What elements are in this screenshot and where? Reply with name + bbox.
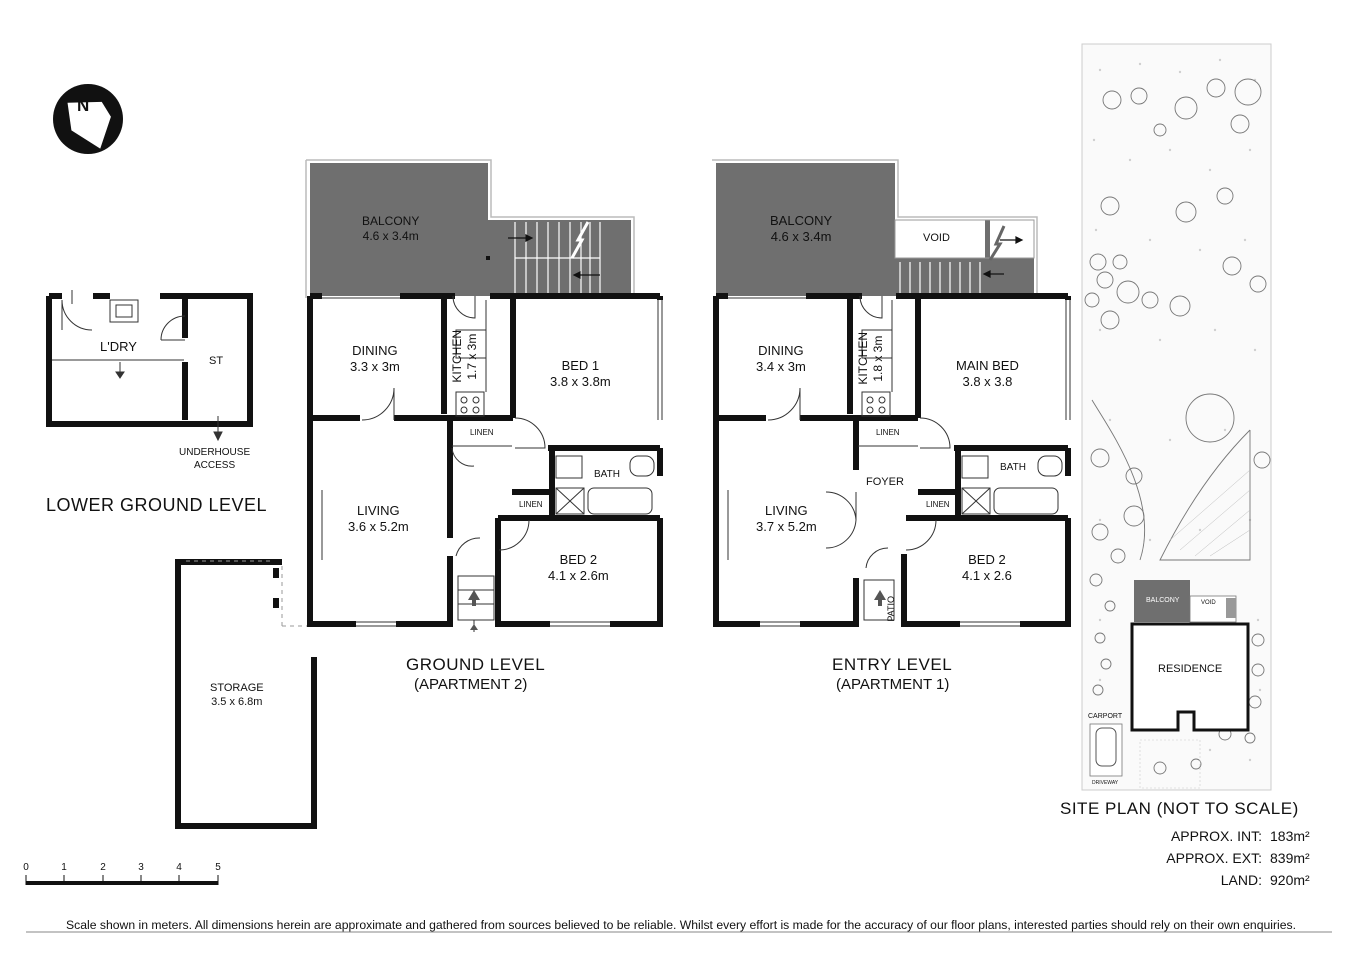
entry-foyer-label: FOYER	[866, 476, 904, 488]
compass-letter: N	[77, 96, 90, 115]
entry-bath-label: BATH	[1000, 462, 1026, 473]
underhouse-label: UNDERHOUSE	[179, 447, 251, 458]
lower-ground-title: LOWER GROUND LEVEL	[46, 495, 268, 515]
entry-arrow-icon	[874, 590, 886, 606]
storage-label: STORAGE 3.5 x 6.8m	[210, 682, 264, 710]
area-land-value: 920m²	[1270, 872, 1310, 888]
scale-tick-4: 4	[176, 862, 182, 873]
ground-dining-dims: 3.3 x 3m	[350, 359, 400, 375]
ground-bed1-dims: 3.8 x 3.8m	[550, 374, 611, 390]
ground-balcony-dims: 4.6 x 3.4m	[362, 229, 419, 243]
entry-linen2-label: LINEN	[926, 500, 950, 509]
ground-title: GROUND LEVEL	[406, 655, 546, 674]
entry-living-dims: 3.7 x 5.2m	[756, 519, 817, 535]
entry-balcony-dims: 4.6 x 3.4m	[770, 229, 832, 245]
scale-tick-2: 2	[100, 862, 106, 873]
ground-living-name: LIVING	[357, 503, 400, 518]
area-external-label: APPROX. EXT:	[1166, 850, 1262, 866]
entry-kitchen-dims: 1.8 x 3m	[871, 335, 885, 382]
underhouse-access-label: UNDERHOUSE ACCESS	[179, 447, 250, 472]
entry-kitchen-name: KITCHEN	[856, 332, 870, 385]
ground-dining-label: DINING 3.3 x 3m	[350, 343, 400, 376]
site-plan	[1081, 43, 1272, 791]
entry-balcony-name: BALCONY	[770, 213, 833, 228]
entry-bed2-name: BED 2	[968, 552, 1006, 567]
ground-linen2-label: LINEN	[519, 500, 543, 509]
entry-details	[727, 295, 1071, 627]
ground-bed2-label: BED 2 4.1 x 2.6m	[548, 552, 609, 585]
entry-balcony	[712, 159, 1038, 298]
entry-walls	[713, 293, 1071, 627]
ground-kitchen-dims: 1.7 x 3m	[465, 333, 479, 380]
area-internal: APPROX. INT: 183m²	[1152, 828, 1330, 844]
ground-bed2-name: BED 2	[559, 552, 598, 567]
ground-living-label: LIVING 3.6 x 5.2m	[348, 503, 409, 536]
storage-walls	[175, 559, 317, 829]
ground-bed1-name: BED 1	[561, 358, 600, 373]
laundry-label: L'DRY	[100, 339, 137, 354]
entry-main-bed-label: MAIN BED 3.8 x 3.8	[956, 358, 1019, 391]
area-internal-label: APPROX. INT:	[1170, 828, 1262, 844]
entry-title: ENTRY LEVEL	[832, 655, 953, 674]
site-title: SITE PLAN (NOT TO SCALE)	[1060, 799, 1299, 818]
ground-balcony	[305, 159, 635, 298]
entry-linen1-label: LINEN	[876, 428, 900, 437]
area-land: LAND: 920m²	[1152, 872, 1330, 888]
entry-main-bed-name: MAIN BED	[956, 358, 1019, 373]
storage-name: STORAGE	[210, 682, 264, 694]
ground-walls	[307, 293, 663, 627]
entry-main-bed-dims: 3.8 x 3.8	[962, 374, 1013, 390]
ground-bath-label: BATH	[594, 469, 620, 480]
entry-bed2-label: BED 2 4.1 x 2.6	[962, 552, 1012, 585]
ground-living-dims: 3.6 x 5.2m	[348, 519, 409, 535]
entry-living-name: LIVING	[765, 503, 808, 518]
area-external-value: 839m²	[1270, 850, 1310, 866]
site-residence-label: RESIDENCE	[1158, 663, 1223, 675]
scale-bar	[25, 875, 219, 885]
ground-entry-arrow-icon	[468, 590, 480, 630]
ground-balcony-label: BALCONY 4.6 x 3.4m	[362, 214, 419, 244]
entry-dining-label: DINING 3.4 x 3m	[756, 343, 806, 376]
ground-bed1-label: BED 1 3.8 x 3.8m	[550, 358, 611, 391]
scale-tick-3: 3	[138, 862, 144, 873]
entry-kitchen-label: KITCHEN 1.8 x 3m	[856, 332, 886, 385]
ground-kitchen-label: KITCHEN 1.7 x 3m	[450, 330, 480, 383]
storage-opening	[186, 560, 310, 627]
site-void-label: VOID	[1201, 600, 1216, 606]
storage-dims: 3.5 x 6.8m	[211, 695, 263, 708]
ground-kitchen-name: KITCHEN	[450, 330, 464, 383]
ground-dining-name: DINING	[352, 343, 398, 358]
entry-dining-name: DINING	[758, 343, 804, 358]
scale-tick-0: 0	[23, 862, 29, 873]
entry-balcony-label: BALCONY 4.6 x 3.4m	[770, 213, 832, 246]
access-label: ACCESS	[194, 459, 236, 471]
disclaimer-text: Scale shown in meters. All dimensions he…	[66, 918, 1296, 932]
ground-balcony-name: BALCONY	[362, 214, 420, 228]
entry-bed2-dims: 4.1 x 2.6	[962, 568, 1012, 584]
ground-details	[321, 295, 663, 632]
entry-patio-label: PATIO	[886, 596, 896, 622]
lower-ground-details	[52, 290, 223, 442]
ground-subtitle: (APARTMENT 2)	[414, 676, 528, 693]
site-carport-label: CARPORT	[1088, 713, 1123, 720]
north-compass-icon	[53, 84, 123, 154]
store-label: ST	[209, 355, 224, 367]
area-land-label: LAND:	[1220, 872, 1262, 888]
area-internal-value: 183m²	[1270, 828, 1310, 844]
site-driveway-label: DRIVEWAY	[1092, 780, 1119, 786]
area-external: APPROX. EXT: 839m²	[1152, 850, 1330, 866]
ground-bed2-dims: 4.1 x 2.6m	[548, 568, 609, 584]
ground-linen1-label: LINEN	[470, 428, 494, 437]
scale-tick-1: 1	[61, 862, 67, 873]
site-balcony-label: BALCONY	[1146, 597, 1180, 604]
entry-subtitle: (APARTMENT 1)	[836, 676, 950, 693]
entry-living-label: LIVING 3.7 x 5.2m	[756, 503, 817, 536]
entry-void-label: VOID	[923, 232, 950, 244]
scale-tick-5: 5	[215, 862, 221, 873]
entry-dining-dims: 3.4 x 3m	[756, 359, 806, 375]
lower-ground-walls	[46, 293, 253, 427]
